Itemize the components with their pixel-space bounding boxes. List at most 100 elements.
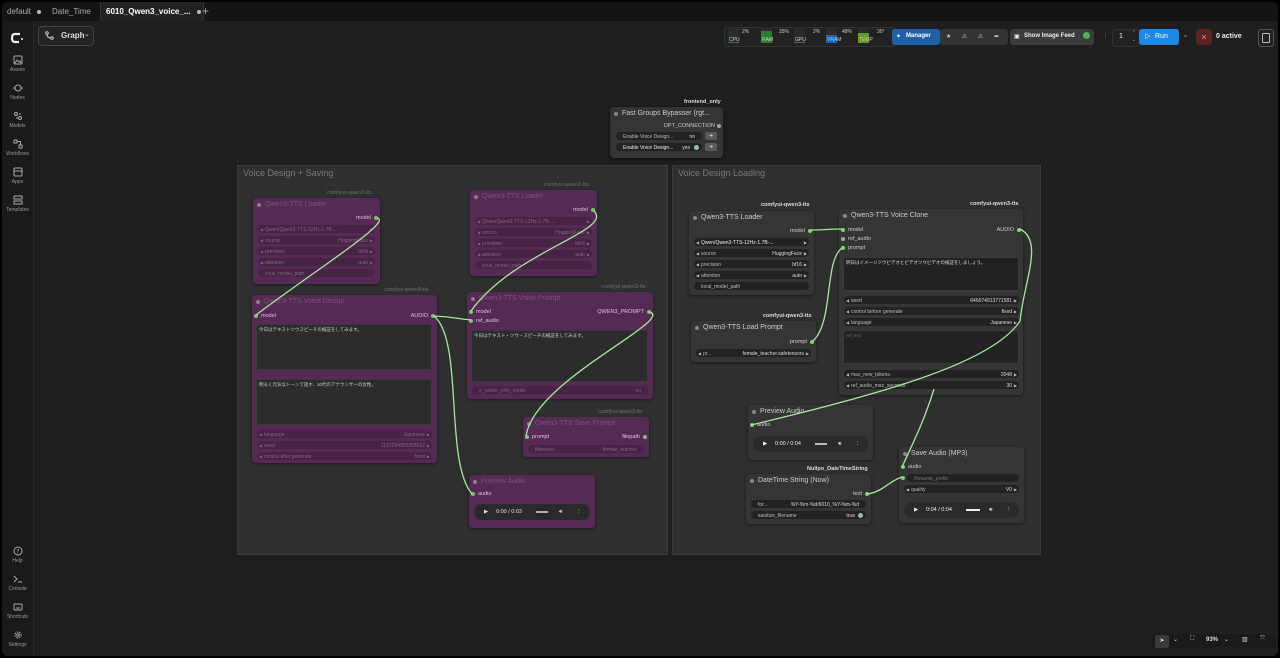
- run-options-chevron-icon[interactable]: ⌄: [1182, 30, 1189, 39]
- node-header[interactable]: DateTime String (Now): [746, 474, 871, 487]
- node-header[interactable]: Qwen3-TTS Voice Prompt: [467, 292, 653, 305]
- audio-player[interactable]: ▶ 0:00 / 0:04 🔊︎ ⋮: [753, 436, 868, 452]
- audio-progress-bar[interactable]: [966, 509, 980, 511]
- output-socket[interactable]: [1017, 228, 1021, 232]
- input-socket[interactable]: [469, 310, 473, 314]
- queue-count-input[interactable]: 1 ⌃⌄: [1112, 29, 1140, 47]
- drag-handle-icon[interactable]: ⋮⋮: [1102, 33, 1116, 40]
- output-socket[interactable]: [374, 216, 378, 220]
- star-icon[interactable]: ★: [946, 34, 952, 40]
- pointer-icon[interactable]: ➤: [1155, 635, 1169, 648]
- sidebar-item-console[interactable]: Console: [2, 574, 33, 592]
- chevron-down-icon[interactable]: ⌄: [1173, 637, 1179, 643]
- output-socket[interactable]: [808, 229, 812, 233]
- node-header[interactable]: Qwen3-TTS Loader: [253, 198, 380, 211]
- input-socket[interactable]: [841, 237, 845, 241]
- sidebar-item-help[interactable]: ?Help: [2, 546, 33, 564]
- model-select[interactable]: ◀Qwen/Qwen3-TTS-12Hz-1.7B-...▶: [258, 225, 375, 233]
- toggle-panel-button[interactable]: [1258, 29, 1274, 47]
- chevron-down-icon[interactable]: ⌄: [1224, 637, 1230, 643]
- node-qwen3-tts-voice-design-bypassed[interactable]: Qwen3-TTS Voice Design model AUDIO 今日はテキ…: [252, 295, 437, 463]
- toggle-row[interactable]: Enable Voice Design...no: [616, 132, 702, 140]
- audio-progress-bar[interactable]: [815, 443, 827, 445]
- node-header[interactable]: Qwen3-TTS Load Prompt: [691, 321, 816, 334]
- model-select[interactable]: ◀Qwen/Qwen3-TTS-12Hz-1.7B-...▶: [694, 238, 809, 246]
- local-model-path-input[interactable]: local_model_path: [694, 282, 809, 290]
- node-header[interactable]: Preview Audio: [469, 475, 595, 488]
- sidebar-item-assets[interactable]: Assets: [2, 55, 33, 73]
- fit-view-icon[interactable]: ⛶: [1190, 636, 1195, 642]
- output-socket[interactable]: [431, 314, 435, 318]
- sidebar-item-settings[interactable]: Settings: [2, 630, 33, 648]
- format-input[interactable]: for...%Y-%m-%d/6010_%Y-%m-%d: [751, 500, 866, 508]
- input-socket[interactable]: [525, 435, 529, 439]
- text-input[interactable]: 今日はテキストツウスピーチの検証をしてみます。: [256, 324, 432, 370]
- manager-button[interactable]: ✦ Manager: [892, 29, 940, 45]
- node-preview-audio[interactable]: Preview Audio audio ▶ 0:00 / 0:04 🔊︎ ⋮: [748, 405, 873, 460]
- node-header[interactable]: Qwen3-TTS Loader: [470, 190, 597, 203]
- input-socket[interactable]: [750, 423, 754, 427]
- link-visibility-icon[interactable]: ⤧: [1260, 636, 1265, 642]
- warning-icon[interactable]: ⚠: [962, 34, 968, 40]
- share-icon[interactable]: ➦: [994, 34, 1000, 40]
- sidebar-item-nodes[interactable]: Nodes: [2, 83, 33, 101]
- navigate-arrow-icon[interactable]: ➜: [705, 143, 717, 151]
- cancel-queue-button[interactable]: ×: [1196, 29, 1212, 45]
- sidebar-item-templates[interactable]: Templates: [2, 195, 33, 213]
- sidebar-item-models[interactable]: Models: [2, 111, 33, 129]
- node-qwen3-tts-loader[interactable]: Qwen3-TTS Loader model ◀Qwen/Qwen3-TTS-1…: [689, 211, 814, 295]
- input-socket[interactable]: [841, 246, 845, 250]
- local-model-path-input[interactable]: local_model_path: [475, 261, 592, 269]
- node-qwen3-tts-load-prompt[interactable]: Qwen3-TTS Load Prompt prompt ◀pr...femal…: [691, 321, 816, 362]
- node-qwen3-tts-save-prompt-bypassed[interactable]: Qwen3-TTS Save Prompt prompt filepath fi…: [523, 417, 649, 457]
- tab-qwen3-voice[interactable]: 6010_Qwen3_voice_...: [100, 2, 204, 21]
- instruct-input[interactable]: 明るく元気なトーンで話す、10代のアナウンサーの女性。: [256, 379, 432, 425]
- graph-mode-button[interactable]: Graph ⌄: [38, 26, 94, 46]
- node-fast-groups-bypasser[interactable]: Fast Groups Bypasser (rgt... OPT_CONNECT…: [610, 107, 723, 158]
- output-socket[interactable]: [810, 340, 814, 344]
- node-qwen3-tts-voice-prompt-bypassed[interactable]: Qwen3-TTS Voice Prompt model ref_audio Q…: [467, 292, 653, 399]
- toggle-row[interactable]: Enable Voice Design...yes: [616, 143, 702, 151]
- model-select[interactable]: ◀Qwen/Qwen3-TTS-12Hz-1.7B-...▶: [475, 217, 592, 225]
- input-socket[interactable]: [841, 228, 845, 232]
- filename-prefix-input[interactable]: filename_prefix: [907, 474, 1019, 482]
- sidebar-item-workflows[interactable]: Workflows: [2, 139, 33, 157]
- stepper-icon[interactable]: ⌃⌄: [1131, 30, 1136, 43]
- play-icon[interactable]: ▶: [763, 441, 768, 447]
- node-header[interactable]: Fast Groups Bypasser (rgt...: [610, 107, 723, 120]
- sidebar-item-shortcuts[interactable]: Shortcuts: [2, 602, 33, 620]
- text-input[interactable]: 明日はイメージツウビデオとビデオツウビデオの検証をしましょう。: [843, 257, 1019, 291]
- node-datetime-string[interactable]: DateTime String (Now) text for...%Y-%m-%…: [746, 474, 871, 524]
- node-header[interactable]: Preview Audio: [748, 405, 873, 418]
- input-socket[interactable]: [471, 492, 475, 496]
- input-socket[interactable]: [901, 465, 905, 469]
- output-socket[interactable]: [647, 310, 651, 314]
- comfy-logo-icon[interactable]: [10, 31, 24, 45]
- output-socket[interactable]: [717, 124, 721, 128]
- run-button[interactable]: ▷ Run: [1139, 29, 1179, 45]
- graph-canvas[interactable]: Graph ⌄ 2%CPU 25%RAM 2%GPU 48%VRAM 30°TE…: [34, 21, 1278, 656]
- input-socket[interactable]: [469, 319, 473, 323]
- tab-default[interactable]: default: [2, 2, 49, 21]
- node-save-audio-mp3[interactable]: Save Audio (MP3) audio filename_prefix ◀…: [899, 447, 1024, 523]
- node-header[interactable]: Qwen3-TTS Loader: [689, 211, 814, 224]
- add-tab-button[interactable]: +: [202, 4, 210, 18]
- node-header[interactable]: Qwen3-TTS Voice Design: [252, 295, 437, 308]
- audio-player[interactable]: ▶ 0:04 / 0:04 🔊︎ ⋮: [904, 502, 1019, 518]
